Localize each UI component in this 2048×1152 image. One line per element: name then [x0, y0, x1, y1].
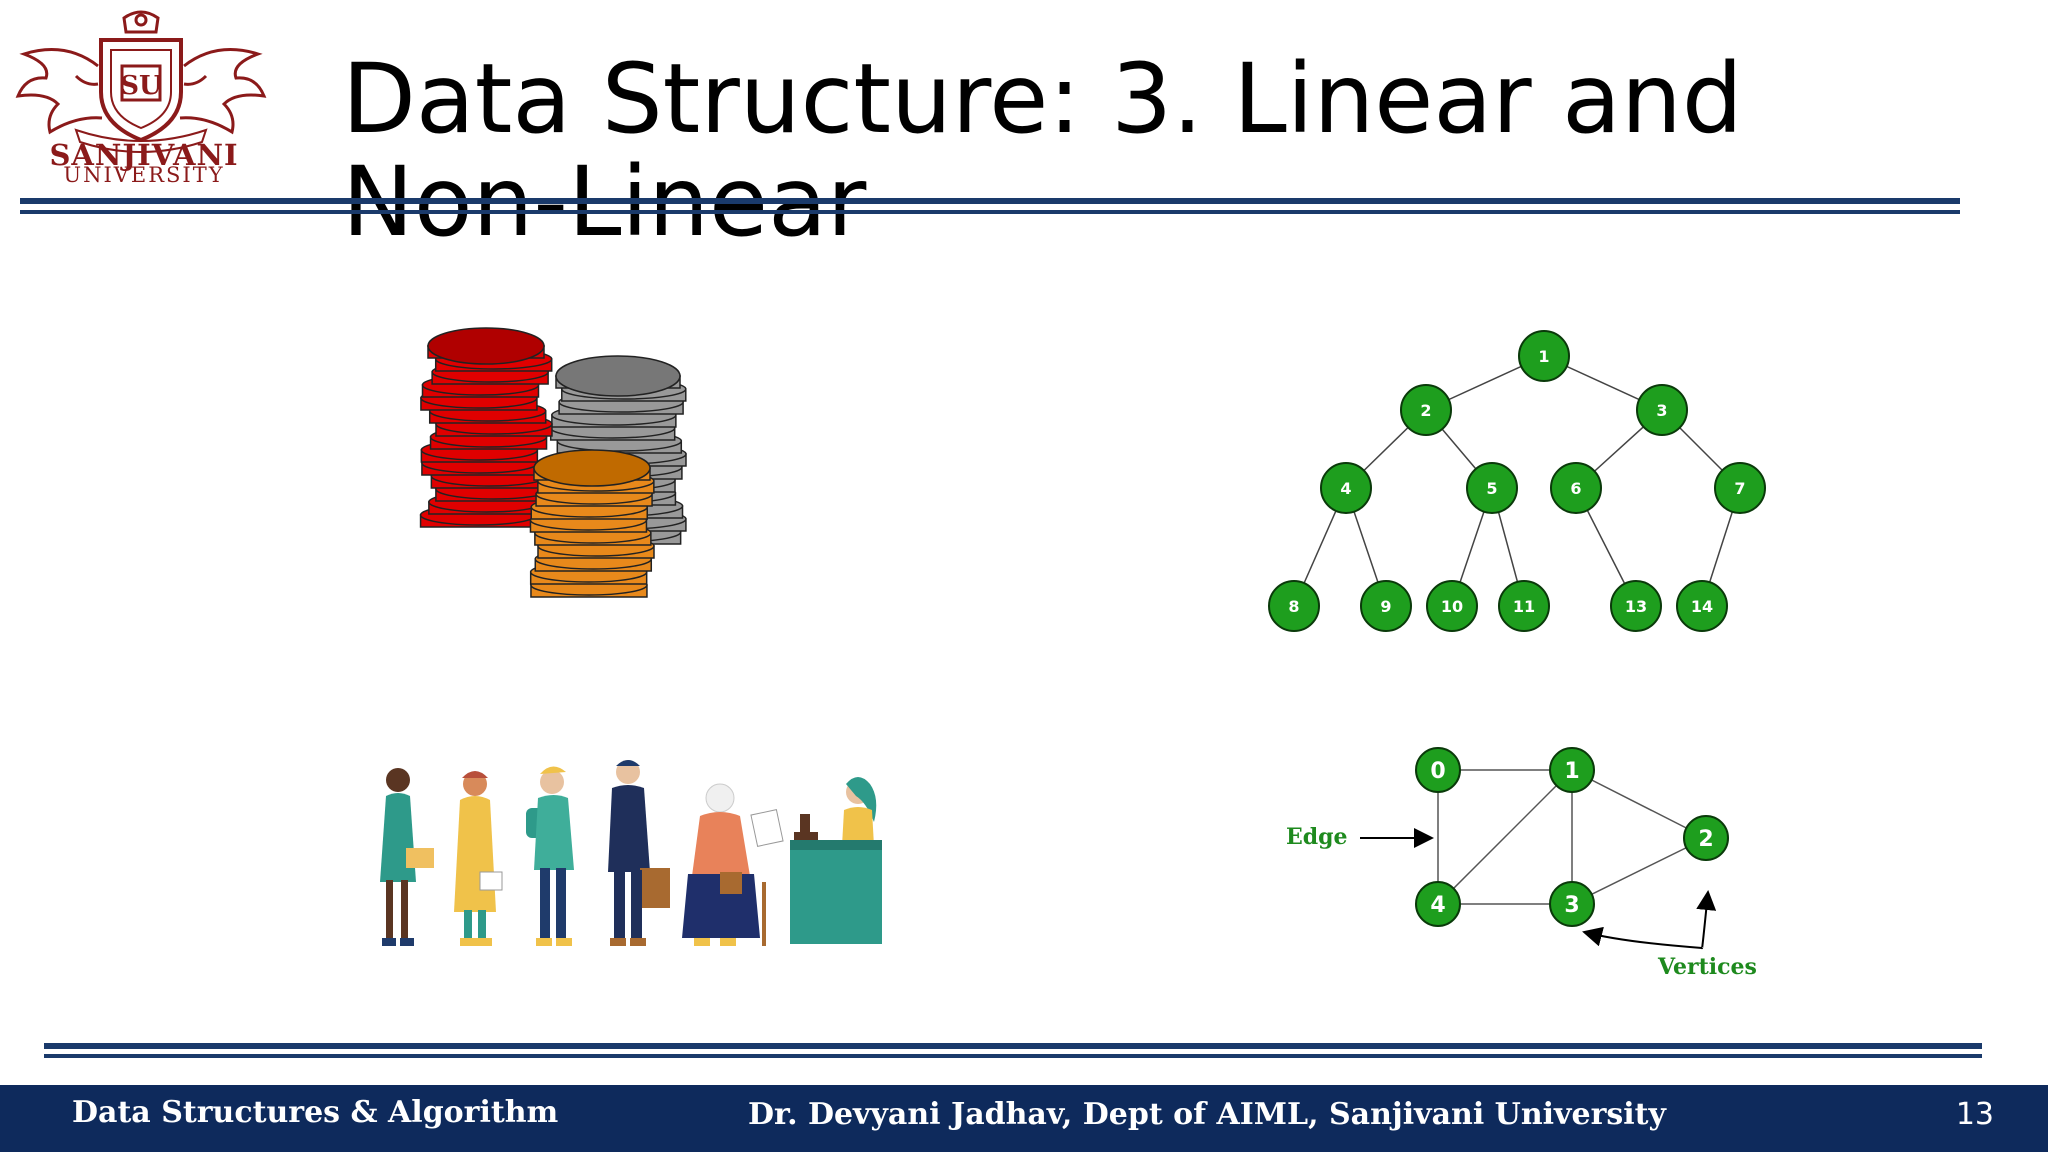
tree-node-label: 10 [1441, 597, 1463, 616]
tree-node-label: 13 [1625, 597, 1647, 616]
tree-node-label: 7 [1734, 479, 1745, 498]
header-divider-thin [20, 210, 1960, 214]
tree-node: 5 [1466, 462, 1518, 514]
footer-author: Dr. Devyani Jadhav, Dept of AIML, Sanjiv… [748, 1097, 1666, 1132]
tree-node: 2 [1400, 384, 1452, 436]
tree-node-label: 2 [1420, 401, 1431, 420]
tree-node-label: 6 [1570, 479, 1581, 498]
binary-tree-illustration: 1 2 3 4 5 6 7 8 9 10 11 13 14 [1262, 320, 1782, 640]
tree-node: 10 [1426, 580, 1478, 632]
logo-text-university: UNIVERSITY [63, 163, 225, 187]
coin-stacks-illustration [400, 316, 740, 636]
tree-node: 8 [1268, 580, 1320, 632]
tree-node: 11 [1498, 580, 1550, 632]
tree-node-label: 1 [1538, 347, 1549, 366]
graph-illustration: Edge Vertices 0 1 2 3 4 [1282, 742, 1762, 982]
graph-vertex-label: 4 [1430, 893, 1445, 918]
tree-node: 6 [1550, 462, 1602, 514]
tree-node-label: 4 [1340, 479, 1351, 498]
tree-node-label: 14 [1691, 597, 1713, 616]
tree-node-label: 9 [1380, 597, 1391, 616]
edge-label: Edge [1286, 824, 1348, 850]
coin-stacks-icon [419, 327, 687, 598]
page-number: 13 [1955, 1097, 1994, 1132]
footer-course: Data Structures & Algorithm [72, 1095, 559, 1130]
tree-node-label: 11 [1513, 597, 1535, 616]
graph-edge [1437, 769, 1573, 905]
logo-text-sanjivani: SANJIVANI [49, 138, 239, 172]
queue-illustration [370, 752, 900, 974]
page-title: Data Structure: 3. Linear and Non-Linear [342, 43, 1743, 258]
footer-bar: Data Structures & Algorithm Dr. Devyani … [0, 1085, 2048, 1152]
tree-node: 14 [1676, 580, 1728, 632]
people-queue-icon [380, 760, 882, 946]
graph-vertex-label: 1 [1564, 759, 1579, 784]
graph-edge [1571, 837, 1707, 905]
tree-node: 3 [1636, 384, 1688, 436]
graph-vertex: 3 [1549, 881, 1595, 927]
binary-tree-icon: 1 2 3 4 5 6 7 8 9 10 11 13 14 [1268, 330, 1766, 632]
graph-icon: Edge Vertices 0 1 2 3 4 [1286, 747, 1757, 980]
graph-vertex-label: 0 [1430, 759, 1445, 784]
footer-divider [44, 1043, 1982, 1049]
graph-vertex: 2 [1683, 815, 1729, 861]
graph-vertex: 0 [1415, 747, 1461, 793]
person-1 [380, 768, 434, 946]
header-divider [20, 198, 1960, 204]
vertices-label: Vertices [1657, 954, 1757, 980]
tree-node-label: 3 [1656, 401, 1667, 420]
graph-vertex-label: 3 [1564, 893, 1579, 918]
tree-node-label: 5 [1486, 479, 1497, 498]
footer-divider-thin [44, 1054, 1982, 1058]
tree-node: 4 [1320, 462, 1372, 514]
graph-edge [1571, 769, 1707, 839]
university-logo: SU [6, 6, 276, 196]
graph-vertex: 1 [1549, 747, 1595, 793]
tree-node: 13 [1610, 580, 1662, 632]
logo-monogram: SU [120, 71, 162, 101]
graph-vertex-label: 2 [1698, 827, 1713, 852]
tree-node: 1 [1518, 330, 1570, 382]
graph-vertex: 4 [1415, 881, 1461, 927]
crest-icon: SU [15, 10, 267, 153]
tree-node: 7 [1714, 462, 1766, 514]
tree-node: 9 [1360, 580, 1412, 632]
tree-node-label: 8 [1288, 597, 1299, 616]
